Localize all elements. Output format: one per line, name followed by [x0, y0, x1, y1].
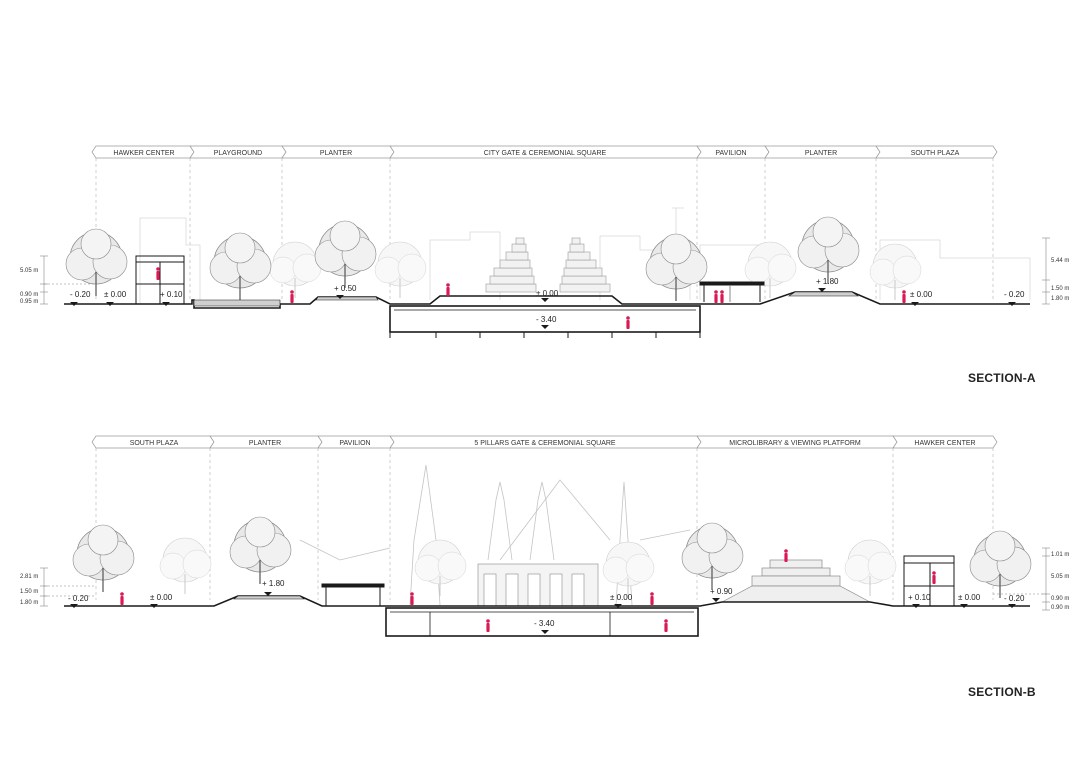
section-b: SOUTH PLAZA PLANTER PAVILION 5 PILLARS G… — [20, 435, 1069, 637]
dimension-label: 1.01 m — [1051, 552, 1069, 558]
level-label: + 0.90 — [710, 587, 733, 596]
level-label: ± 0.00 — [610, 593, 633, 602]
dimension-label: 5.05 m — [1051, 574, 1069, 580]
zone-label: HAWKER CENTER — [113, 150, 174, 157]
level-label: - 0.20 — [68, 594, 89, 603]
zone-label: PAVILION — [715, 150, 746, 157]
pavilion — [699, 281, 765, 302]
dimension-label: 0.90 m — [1051, 605, 1069, 611]
left-dimensions — [40, 255, 96, 305]
dimension-label: 1.50 m — [1051, 286, 1069, 292]
zone-label: CITY GATE & CEREMONIAL SQUARE — [484, 150, 607, 157]
zone-label: SOUTH PLAZA — [911, 150, 960, 157]
zone-label: PLANTER — [805, 150, 837, 157]
dimension-label: 1.80 m — [20, 600, 38, 606]
zone-label: PLAYGROUND — [214, 150, 263, 157]
zone-label: PLANTER — [249, 440, 281, 447]
level-label: ± 0.00 — [910, 290, 933, 299]
zone-label: 5 PILLARS GATE & CEREMONIAL SQUARE — [474, 440, 616, 447]
left-dimensions — [40, 567, 96, 607]
level-label: ± 0.00 — [536, 289, 559, 298]
level-label: ± 0.00 — [150, 593, 173, 602]
level-label: - 3.40 — [536, 315, 557, 324]
level-label: - 0.20 — [1004, 594, 1025, 603]
planter-fill — [233, 595, 305, 600]
level-label: + 0.50 — [334, 284, 357, 293]
underground-structure — [385, 607, 699, 637]
planter-fill — [193, 291, 859, 307]
level-labels: - 0.20 ± 0.00 + 0.10 + 0.50 ± 0.00 - 3.4… — [70, 277, 1025, 329]
dimension-label: 5.05 m — [20, 268, 38, 274]
level-label: - 0.20 — [70, 290, 91, 299]
level-labels: - 0.20 ± 0.00 + 1.80 - 3.40 ± 0.00 + 0.9… — [68, 579, 1025, 634]
underground-structure — [389, 305, 701, 338]
zone-label: PLANTER — [320, 150, 352, 157]
level-label: ± 0.00 — [104, 290, 127, 299]
dimension-label: 0.95 m — [20, 299, 38, 305]
pavilion — [321, 583, 385, 606]
dimension-label: 0.90 m — [1051, 596, 1069, 602]
ground-line — [64, 595, 1030, 607]
zone-label: SOUTH PLAZA — [130, 440, 179, 447]
level-label: + 1.80 — [816, 277, 839, 286]
section-a-title: SECTION-A — [968, 371, 1036, 385]
section-b-title: SECTION-B — [968, 685, 1036, 699]
right-dimensions — [993, 547, 1050, 611]
zone-label: MICROLIBRARY & VIEWING PLATFORM — [729, 440, 861, 447]
zone-label: PAVILION — [339, 440, 370, 447]
level-label: + 0.10 — [908, 593, 931, 602]
level-label: - 0.20 — [1004, 290, 1025, 299]
five-pillars-gate — [477, 563, 599, 607]
right-dimensions — [1042, 237, 1050, 305]
level-label: + 1.80 — [262, 579, 285, 588]
dimension-label: 1.80 m — [1051, 296, 1069, 302]
city-gate — [485, 237, 611, 293]
trees — [65, 216, 860, 302]
section-b-zone-bar — [91, 435, 998, 449]
level-label: + 0.10 — [160, 290, 183, 299]
dimension-label: 5.44 m — [1051, 258, 1069, 264]
dimension-label: 2.81 m — [20, 574, 38, 580]
section-a: HAWKER CENTER PLAYGROUND PLANTER CITY GA… — [20, 145, 1069, 338]
viewing-platform — [721, 559, 871, 603]
level-label: - 3.40 — [534, 619, 555, 628]
level-label: ± 0.00 — [958, 593, 981, 602]
zone-label: HAWKER CENTER — [914, 440, 975, 447]
section-a-zone-bar — [91, 145, 998, 159]
dimension-label: 0.90 m — [20, 292, 38, 298]
dimension-label: 1.50 m — [20, 589, 38, 595]
